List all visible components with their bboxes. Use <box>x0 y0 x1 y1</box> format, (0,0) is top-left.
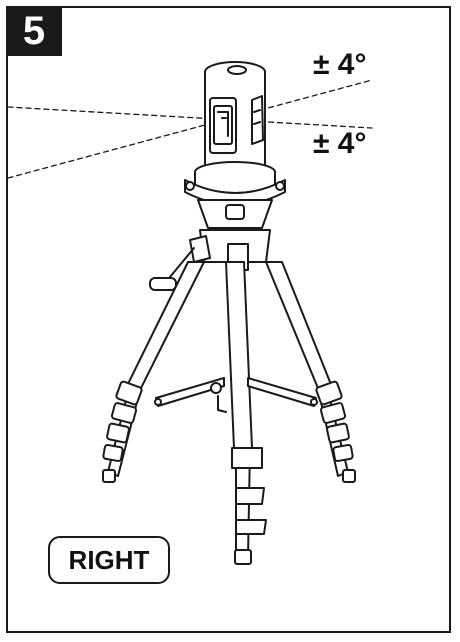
step-number-badge: 5 <box>6 6 62 56</box>
figure-frame <box>6 6 451 633</box>
laser-plane-line-rising <box>7 79 373 179</box>
lower-angle-label: ± 4° <box>313 127 367 160</box>
tripod-icon <box>102 199 356 565</box>
side-label-box: RIGHT <box>48 536 170 584</box>
laser-level-icon <box>184 61 286 210</box>
laser-plane-line-flat <box>7 106 373 129</box>
upper-angle-label: ± 4° <box>313 48 367 81</box>
